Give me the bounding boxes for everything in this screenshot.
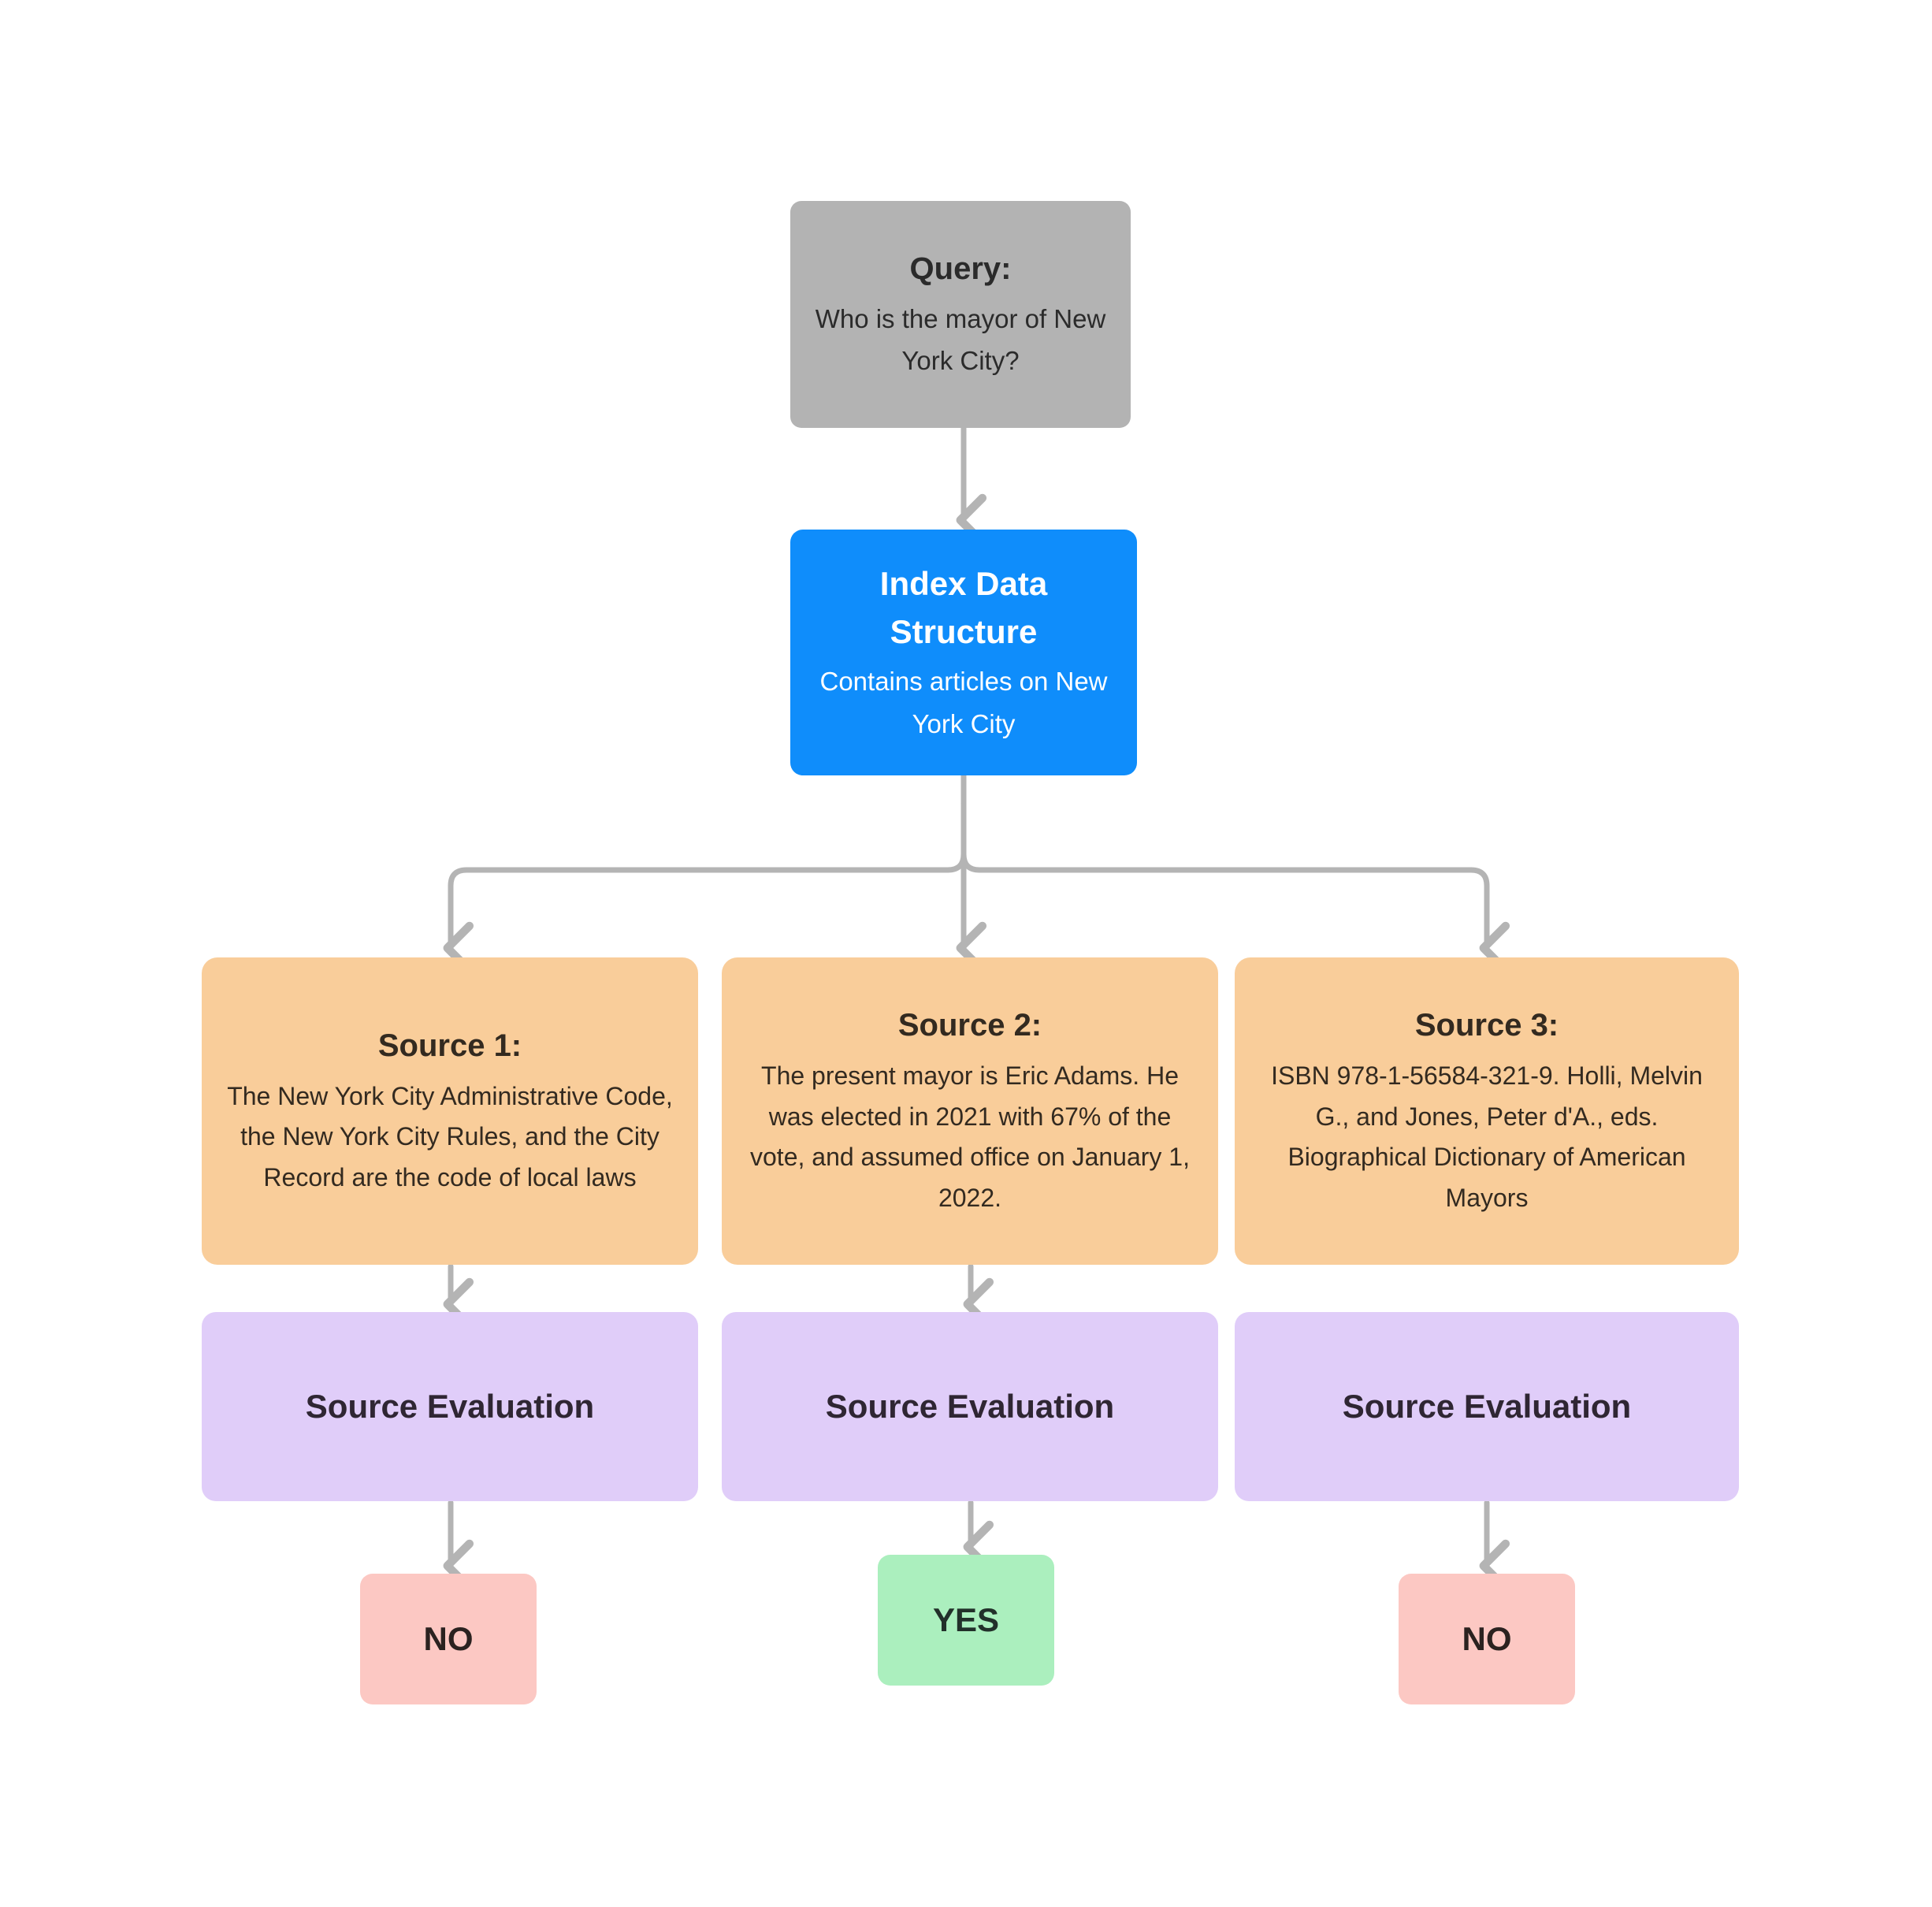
edge-index-to-source-3 bbox=[960, 801, 1510, 975]
node-source-1[interactable]: Source 1: The New York City Administrati… bbox=[202, 957, 698, 1265]
node-verdict-1-title: NO bbox=[423, 1620, 474, 1658]
node-source-evaluation-3-title: Source Evaluation bbox=[1342, 1388, 1632, 1426]
node-verdict-1[interactable]: NO bbox=[360, 1574, 537, 1704]
node-source-1-title: Source 1: bbox=[377, 1028, 522, 1063]
node-source-2-body: The present mayor is Eric Adams. He was … bbox=[750, 1061, 1190, 1213]
node-index-data-structure[interactable]: Index Data Structure Contains articles o… bbox=[790, 530, 1137, 775]
node-source-2-title: Source 2: bbox=[897, 1007, 1042, 1043]
node-query-title: Query: bbox=[909, 251, 1012, 287]
node-source-evaluation-2[interactable]: Source Evaluation bbox=[722, 1312, 1218, 1501]
edge-index-to-source-1 bbox=[443, 801, 967, 975]
node-verdict-2-title: YES bbox=[932, 1601, 1000, 1639]
node-source-1-body: The New York City Administrative Code, t… bbox=[227, 1081, 673, 1192]
node-source-evaluation-2-title: Source Evaluation bbox=[825, 1388, 1115, 1426]
node-source-evaluation-3[interactable]: Source Evaluation bbox=[1235, 1312, 1739, 1501]
node-source-2[interactable]: Source 2: The present mayor is Eric Adam… bbox=[722, 957, 1218, 1265]
node-query[interactable]: Query: Who is the mayor of New York City… bbox=[790, 201, 1131, 428]
node-source-evaluation-1[interactable]: Source Evaluation bbox=[202, 1312, 698, 1501]
node-source-3[interactable]: Source 3: ISBN 978-1-56584-321-9. Holli,… bbox=[1235, 957, 1739, 1265]
node-source-evaluation-1-title: Source Evaluation bbox=[305, 1388, 595, 1426]
node-query-body: Who is the mayor of New York City? bbox=[815, 303, 1106, 376]
node-source-3-body: ISBN 978-1-56584-321-9. Holli, Melvin G.… bbox=[1271, 1061, 1703, 1213]
node-verdict-3[interactable]: NO bbox=[1399, 1574, 1575, 1704]
node-verdict-3-title: NO bbox=[1462, 1620, 1512, 1658]
node-verdict-2[interactable]: YES bbox=[878, 1555, 1054, 1686]
node-index-body: Contains articles on New York City bbox=[819, 667, 1108, 738]
node-index-title: Index Data Structure bbox=[879, 564, 1048, 650]
node-source-3-title: Source 3: bbox=[1414, 1007, 1559, 1043]
